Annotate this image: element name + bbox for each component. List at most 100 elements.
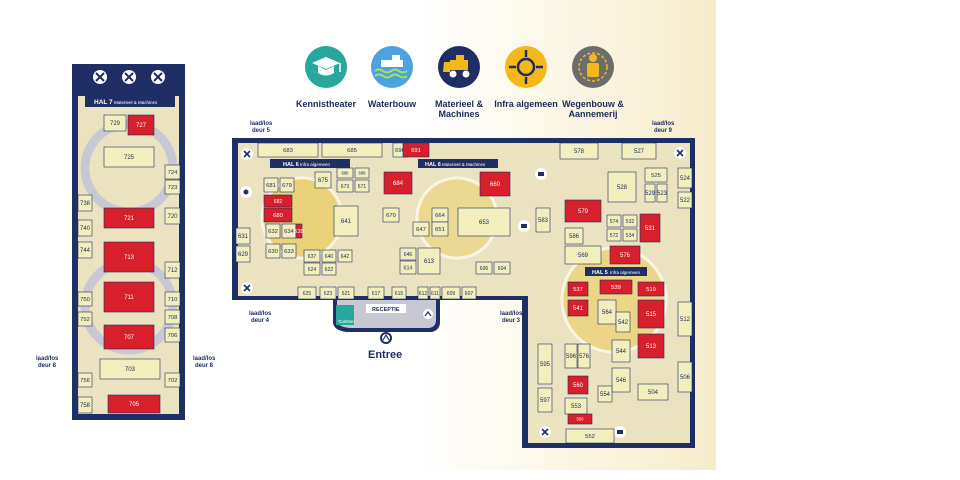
stand-box[interactable] [609, 245, 641, 265]
stand-604[interactable]: 604 [493, 261, 511, 275]
stand-box[interactable] [391, 286, 407, 300]
stand-637[interactable]: 637 [303, 249, 321, 263]
stand-527[interactable]: 527 [621, 142, 657, 160]
stand-725[interactable]: 725 [103, 146, 155, 168]
stand-675[interactable]: 675 [314, 171, 332, 189]
stand-596[interactable]: 596 [564, 343, 578, 369]
stand-box[interactable] [319, 286, 337, 300]
stand-box[interactable] [336, 167, 354, 179]
stand-708[interactable]: 708 [164, 309, 181, 325]
stand-504[interactable]: 504 [637, 383, 669, 401]
stand-box[interactable] [295, 223, 303, 239]
stand-box[interactable] [336, 179, 354, 193]
stand-569[interactable]: 569 [564, 245, 602, 265]
stand-552[interactable]: 552 [565, 428, 615, 444]
stand-597[interactable]: 597 [537, 387, 553, 413]
stand-738[interactable]: 738 [77, 194, 93, 212]
stand-box[interactable] [164, 327, 181, 343]
stand-box[interactable] [493, 261, 511, 275]
stand-box[interactable] [164, 261, 181, 279]
stand-box[interactable] [606, 228, 622, 242]
stand-615[interactable]: 615 [391, 286, 407, 300]
stand-525[interactable]: 525 [644, 167, 668, 183]
stand-534[interactable]: 534 [622, 228, 638, 242]
stand-box[interactable] [103, 281, 155, 313]
stand-box[interactable] [564, 227, 584, 245]
stand-box[interactable] [337, 249, 353, 263]
stand-629[interactable]: 629 [235, 245, 251, 263]
stand-531[interactable]: 531 [639, 213, 661, 243]
stand-513[interactable]: 513 [637, 333, 665, 359]
stand-653[interactable]: 653 [457, 207, 511, 237]
stand-670[interactable]: 670 [382, 207, 400, 223]
stand-744[interactable]: 744 [77, 241, 93, 259]
stand-685[interactable]: 685 [321, 142, 383, 158]
stand-647[interactable]: 647 [412, 221, 430, 237]
stand-713[interactable]: 713 [103, 241, 155, 273]
stand-box[interactable] [656, 183, 668, 203]
stand-564[interactable]: 564 [597, 299, 617, 325]
stand-box[interactable] [597, 385, 613, 403]
stand-721[interactable]: 721 [103, 207, 155, 229]
stand-612[interactable]: 612 [417, 286, 429, 300]
stand-box[interactable] [599, 279, 633, 295]
stand-680[interactable]: 680 [263, 207, 293, 223]
stand-box[interactable] [265, 223, 281, 239]
stand-box[interactable] [281, 243, 297, 259]
stand-539[interactable]: 539 [599, 279, 633, 295]
stand-512[interactable]: 512 [677, 301, 693, 337]
stand-624[interactable]: 624 [303, 262, 321, 276]
stand-box[interactable] [164, 179, 181, 195]
stand-707[interactable]: 707 [103, 324, 155, 350]
stand-box[interactable] [564, 245, 602, 265]
stand-630[interactable]: 630 [265, 243, 281, 259]
stand-box[interactable] [103, 146, 155, 168]
stand-box[interactable] [429, 286, 441, 300]
stand-541[interactable]: 541 [567, 299, 589, 317]
stand-box[interactable] [677, 191, 693, 209]
stand-711[interactable]: 711 [103, 281, 155, 313]
stand-box[interactable] [417, 286, 429, 300]
stand-box[interactable] [637, 333, 665, 359]
stand-box[interactable] [99, 358, 161, 380]
stand-box[interactable] [257, 142, 319, 158]
stand-box[interactable] [622, 228, 638, 242]
stand-586[interactable]: 586 [564, 227, 584, 245]
stand-576[interactable]: 576 [609, 245, 641, 265]
stand-609[interactable]: 609 [441, 286, 461, 300]
stand-box[interactable] [314, 171, 332, 189]
stand-box[interactable] [333, 205, 359, 237]
stand-691[interactable]: 691 [402, 142, 430, 158]
stand-box[interactable] [639, 213, 661, 243]
stand-box[interactable] [559, 142, 599, 160]
stand-box[interactable] [565, 428, 615, 444]
stand-box[interactable] [611, 367, 631, 393]
stand-box[interactable] [103, 207, 155, 229]
stand-box[interactable] [263, 177, 279, 193]
stand-box[interactable] [537, 343, 553, 385]
stand-box[interactable] [107, 394, 161, 414]
stand-box[interactable] [164, 164, 181, 180]
stand-752[interactable]: 752 [77, 311, 93, 327]
stand-740[interactable]: 740 [77, 219, 93, 237]
stand-583[interactable]: 583 [535, 207, 551, 233]
stand-623[interactable]: 623 [319, 286, 337, 300]
stand-631[interactable]: 631 [235, 227, 251, 245]
stand-544[interactable]: 544 [611, 339, 631, 363]
stand-box[interactable] [321, 249, 337, 263]
stand-633[interactable]: 633 [281, 243, 297, 259]
stand-box[interactable] [622, 214, 638, 228]
stand-537[interactable]: 537 [567, 281, 589, 297]
stand-614[interactable]: 614 [399, 260, 417, 275]
stand-box[interactable] [607, 171, 637, 203]
stand-574[interactable]: 574 [606, 214, 622, 228]
stand-617[interactable]: 617 [367, 286, 385, 300]
stand-523[interactable]: 523 [656, 183, 668, 203]
stand-720[interactable]: 720 [164, 207, 181, 225]
stand-box[interactable] [537, 387, 553, 413]
stand-box[interactable] [77, 372, 93, 388]
stand-651[interactable]: 651 [431, 221, 449, 237]
stand-529[interactable]: 529 [644, 183, 656, 203]
stand-box[interactable] [412, 221, 430, 237]
stand-box[interactable] [479, 171, 511, 197]
